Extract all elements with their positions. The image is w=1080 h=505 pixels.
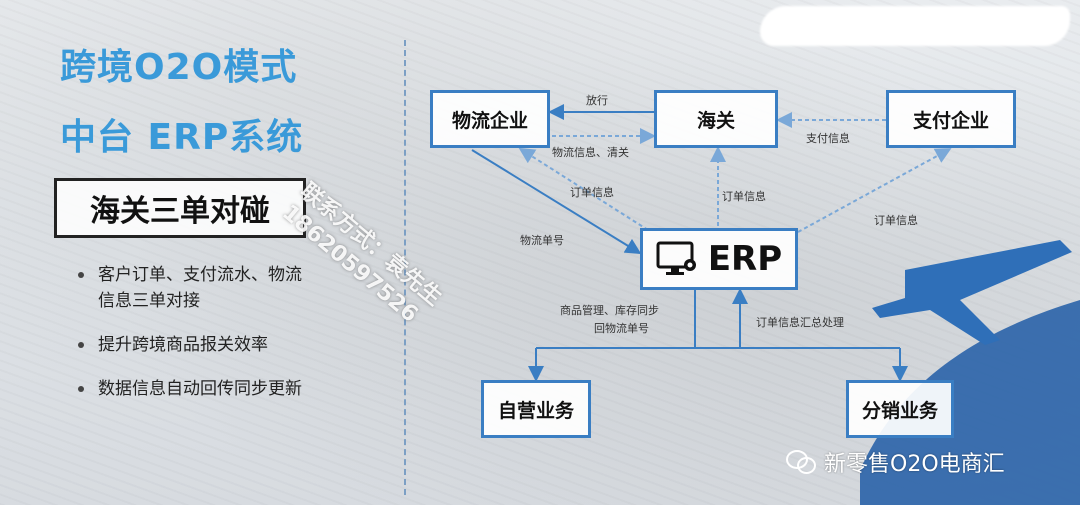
airplane-icon [860,240,1080,505]
label-order-logistics: 订单信息 [570,186,614,199]
bullet-list: 客户订单、支付流水、物流信息三单对接 提升跨境商品报关效率 数据信息自动回传同步… [76,262,316,420]
label-order-payment: 订单信息 [874,214,918,227]
node-customs-label: 海关 [696,109,735,132]
node-logistics-label: 物流企业 [451,109,528,132]
bullet-item: 数据信息自动回传同步更新 [76,376,316,402]
label-order-customs: 订单信息 [722,190,766,203]
redaction-blob [760,6,1070,46]
label-logistics-info: 物流信息、清关 [552,146,629,159]
label-order-summary: 订单信息汇总处理 [756,316,844,329]
label-goods-mgmt-2: 回物流单号 [594,322,649,335]
label-goods-mgmt-1: 商品管理、库存同步 [560,304,659,317]
edge-logistics-number [471,149,642,255]
node-payment-label: 支付企业 [912,109,989,132]
node-erp-label: ERP [707,239,783,279]
node-customs: 海关 [654,90,778,148]
credit: 新零售O2O电商汇 [786,446,1005,478]
bullet-item: 客户订单、支付流水、物流信息三单对接 [76,262,316,314]
title-line-1: 跨境O2O模式 [60,47,298,88]
node-self-operated: 自营业务 [481,380,591,438]
edge-order-logistics [518,147,649,231]
monitor-gear-icon [656,241,696,275]
node-erp: ERP [640,228,798,290]
node-self-operated-label: 自营业务 [497,399,574,422]
section-divider [404,40,406,495]
subtitle-text: 海关三单对碰 [90,194,270,229]
label-payment-info: 支付信息 [806,132,850,145]
credit-text: 新零售O2O电商汇 [824,452,1005,477]
wechat-icon [786,450,816,474]
label-release: 放行 [586,94,608,107]
subtitle-box: 海关三单对碰 [54,178,306,238]
node-logistics: 物流企业 [430,90,550,148]
node-distribution: 分销业务 [846,380,954,438]
bullet-item: 提升跨境商品报关效率 [76,332,316,358]
title-line-2: 中台 ERP系统 [60,117,304,158]
edge-order-payment [797,148,952,233]
node-payment: 支付企业 [886,90,1016,148]
label-logistics-number: 物流单号 [520,234,564,247]
node-distribution-label: 分销业务 [861,399,938,422]
